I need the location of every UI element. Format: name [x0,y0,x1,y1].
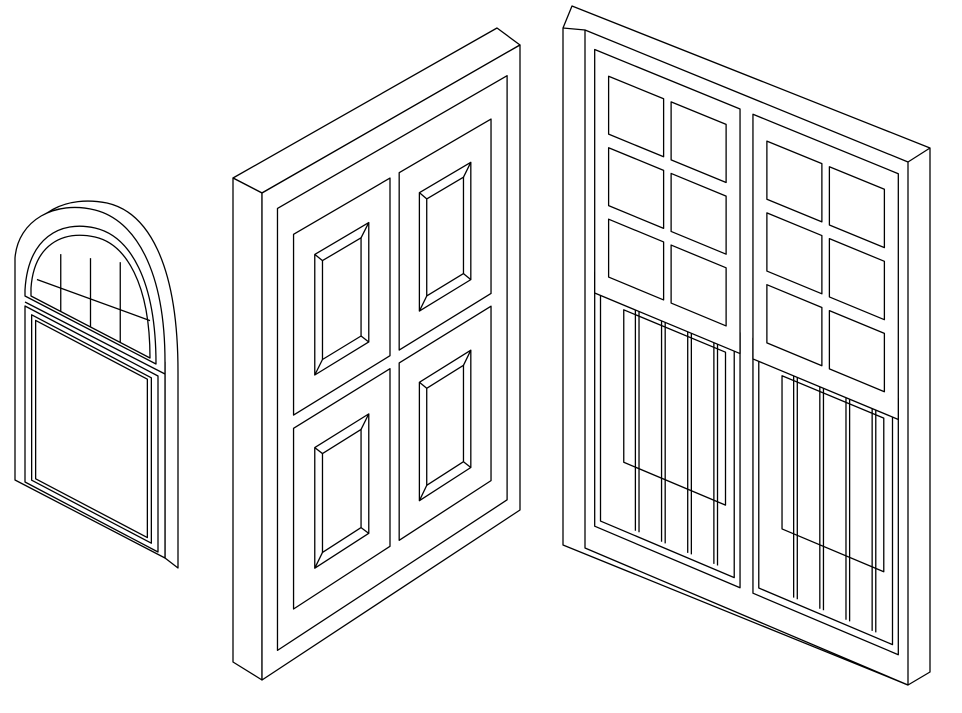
glass-pane [828,166,886,249]
glass-pane [828,309,886,393]
glass-pane [766,212,823,295]
bevel-diagonal [314,552,324,569]
upper-sash [752,113,899,421]
sash-outer [24,305,159,553]
glass-pane [607,147,665,230]
barred-double-window [562,5,931,686]
bevel-diagonal [418,192,428,200]
frame-side [232,177,263,681]
glass-pane [828,238,886,321]
bevel-diagonal [463,273,472,281]
glass-pane [670,101,727,184]
frame-edge [562,27,586,31]
panel [398,118,492,351]
glass-pane [607,75,665,158]
arch-outline [24,225,157,365]
transom-rail [24,301,166,375]
glass-pane [766,284,823,367]
glass-pane [607,218,665,301]
glass-pane [766,140,823,223]
glass-pane [670,172,727,255]
bevel-diagonal [360,335,370,343]
upper-sash [594,48,741,355]
bevel-diagonal [462,349,472,366]
bevel-diagonal [418,381,428,389]
arched-window [14,200,179,569]
glass-inner [34,319,149,539]
bevel-diagonal [418,485,428,501]
bevel-diagonal [314,253,323,262]
bevel-diagonal [418,295,428,312]
inner-frame [276,75,508,652]
frame-front [261,44,521,681]
arch-inner [30,234,151,359]
bevel-diagonal [360,527,370,534]
bevel-diagonal [360,413,370,430]
glass-pane [670,244,727,327]
bevel-diagonal [314,359,324,376]
panel [398,305,492,541]
four-panel-window [232,27,521,681]
bevel-diagonal [314,447,323,455]
bevel-diagonal [462,162,472,178]
panel [292,177,391,416]
panel [292,368,391,610]
glass-pane [30,314,153,544]
frame-edge [907,147,931,163]
transom-bar [36,278,151,322]
bevel-diagonal [463,461,472,469]
frame-front [14,206,166,559]
bevel-diagonal [360,222,370,239]
